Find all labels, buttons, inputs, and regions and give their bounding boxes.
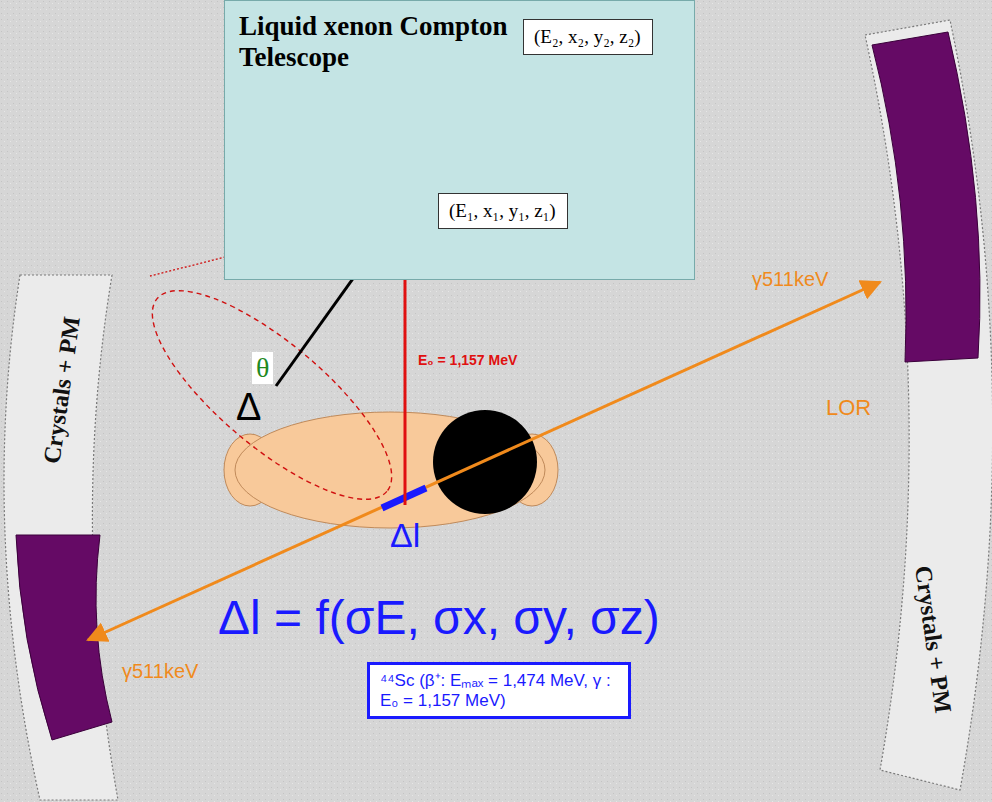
formula: Δl = f(σE, σx, σy, σz): [218, 590, 660, 645]
interaction-box: (E₂, x₂, y₂, z₂): [523, 19, 653, 55]
photon-label: γ511keV: [122, 660, 198, 683]
detector-ring-left: [4, 275, 118, 800]
crystal-block-right: [872, 32, 980, 362]
node-text: Liquid xenon Compton Telescope: [239, 11, 539, 73]
photon-label: γ511keV: [752, 268, 828, 291]
crystal-block-left: [16, 535, 112, 740]
angle-label: θ: [252, 352, 273, 384]
source-info-box: ⁴⁴Sc (β⁺: Eₘₐₓ = 1,474 MeV, γ : E₀ = 1,1…: [367, 662, 631, 719]
detector-box: Liquid xenon Compton Telescope(E₂, x₂, y…: [224, 0, 695, 280]
compton-cone: [124, 259, 421, 532]
node-text: ⁴⁴Sc (β⁺: Eₘₐₓ = 1,474 MeV, γ : E₀ = 1,1…: [380, 671, 618, 710]
detector-ring-right: [865, 20, 992, 790]
segment-label: Δl: [390, 516, 420, 555]
line-of-response: [88, 282, 880, 640]
energy-label: E₀ = 1,157 MeV: [418, 352, 517, 368]
interaction-box: (E₁, x₁, y₁, z₁): [438, 193, 568, 229]
lor-label: LOR: [826, 395, 871, 421]
axis-label: Δ: [236, 386, 261, 429]
node-text: (E₂, x₂, y₂, z₂): [534, 26, 642, 48]
node-text: (E₁, x₁, y₁, z₁): [449, 200, 557, 222]
